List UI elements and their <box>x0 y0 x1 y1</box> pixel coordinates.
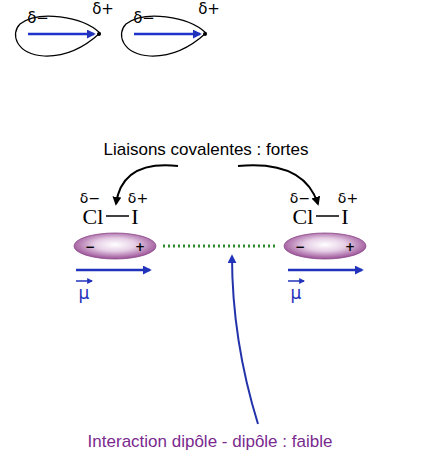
charge-sign: + <box>135 241 145 254</box>
partial-charge: δ− <box>133 10 155 27</box>
vector-arrow <box>288 280 304 282</box>
caption-text: Interaction dipôle - dipôle : faible <box>88 433 333 452</box>
dipole-ellipse: −+ <box>73 232 157 260</box>
dipole-ellipse <box>74 233 156 259</box>
charge-sign: − <box>295 241 305 254</box>
dipole-arrow <box>134 33 200 36</box>
dipole-interaction-line <box>163 245 277 248</box>
partial-charge: δ− <box>27 10 49 27</box>
charge-dot <box>97 32 101 36</box>
atom-symbol: Cl <box>293 205 314 229</box>
atom-symbol: I <box>341 205 348 229</box>
bond-line <box>316 215 339 217</box>
vector-arrow <box>76 280 92 282</box>
curved-arrow <box>232 256 258 424</box>
dipole-symbol: μ <box>79 284 90 303</box>
dipole-symbol: μ <box>291 284 302 303</box>
atom-symbol: I <box>131 205 138 229</box>
caption-text: Liaisons covalentes : fortes <box>103 141 308 160</box>
partial-charge: δ+ <box>198 1 220 18</box>
atom-symbol: Cl <box>83 205 104 229</box>
charge-sign: + <box>345 241 355 254</box>
charge-dot <box>203 32 207 36</box>
dipole-drop: δ−δ+ <box>10 2 110 60</box>
dipole-ellipse <box>284 233 366 259</box>
charge-sign: − <box>85 241 95 254</box>
bond-line <box>106 215 129 217</box>
dipole-arrow <box>28 33 94 36</box>
dipole-drop: δ−δ+ <box>116 2 216 60</box>
partial-charge: δ+ <box>92 1 114 18</box>
dipole-arrow <box>288 269 362 272</box>
dipole-arrow <box>76 269 150 272</box>
dipole-ellipse: −+ <box>283 232 367 260</box>
